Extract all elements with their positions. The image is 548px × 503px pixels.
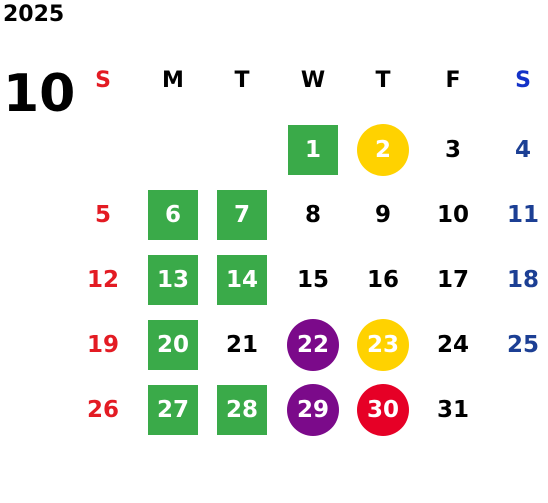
- day-cell-18[interactable]: 18: [506, 267, 539, 293]
- day-cell-26[interactable]: 26: [86, 397, 119, 423]
- day-cell-3[interactable]: 3: [444, 137, 461, 163]
- day-cell-4[interactable]: 4: [514, 137, 531, 163]
- day-cell-20[interactable]: 20: [148, 320, 198, 370]
- day-cell-16[interactable]: 16: [366, 267, 399, 293]
- day-cell-27[interactable]: 27: [148, 385, 198, 435]
- weekday-header: M: [162, 67, 184, 93]
- day-cell-7[interactable]: 7: [217, 190, 267, 240]
- day-cell-15[interactable]: 15: [296, 267, 329, 293]
- day-cell-14[interactable]: 14: [217, 255, 267, 305]
- day-cell-8[interactable]: 8: [304, 202, 321, 228]
- day-cell-2[interactable]: 2: [357, 124, 409, 176]
- day-cell-9[interactable]: 9: [374, 202, 391, 228]
- year-label: 2025: [3, 2, 65, 27]
- day-cell-13[interactable]: 13: [148, 255, 198, 305]
- day-cell-11[interactable]: 11: [506, 202, 539, 228]
- day-cell-29[interactable]: 29: [287, 384, 339, 436]
- day-cell-5[interactable]: 5: [94, 202, 111, 228]
- day-cell-25[interactable]: 25: [506, 332, 539, 358]
- day-cell-17[interactable]: 17: [436, 267, 469, 293]
- day-cell-21[interactable]: 21: [225, 332, 258, 358]
- weekday-header: W: [300, 67, 326, 93]
- day-cell-12[interactable]: 12: [86, 267, 119, 293]
- weekday-header: S: [515, 67, 531, 93]
- day-cell-23[interactable]: 23: [357, 319, 409, 371]
- weekday-header: F: [445, 67, 461, 93]
- weekday-header: T: [375, 67, 391, 93]
- day-cell-6[interactable]: 6: [148, 190, 198, 240]
- day-cell-24[interactable]: 24: [436, 332, 469, 358]
- day-cell-19[interactable]: 19: [86, 332, 119, 358]
- month-label: 10: [3, 64, 76, 124]
- day-cell-1[interactable]: 1: [288, 125, 338, 175]
- day-cell-22[interactable]: 22: [287, 319, 339, 371]
- day-cell-31[interactable]: 31: [436, 397, 469, 423]
- day-cell-30[interactable]: 30: [357, 384, 409, 436]
- day-cell-28[interactable]: 28: [217, 385, 267, 435]
- weekday-header: T: [234, 67, 250, 93]
- weekday-header: S: [95, 67, 111, 93]
- day-cell-10[interactable]: 10: [436, 202, 469, 228]
